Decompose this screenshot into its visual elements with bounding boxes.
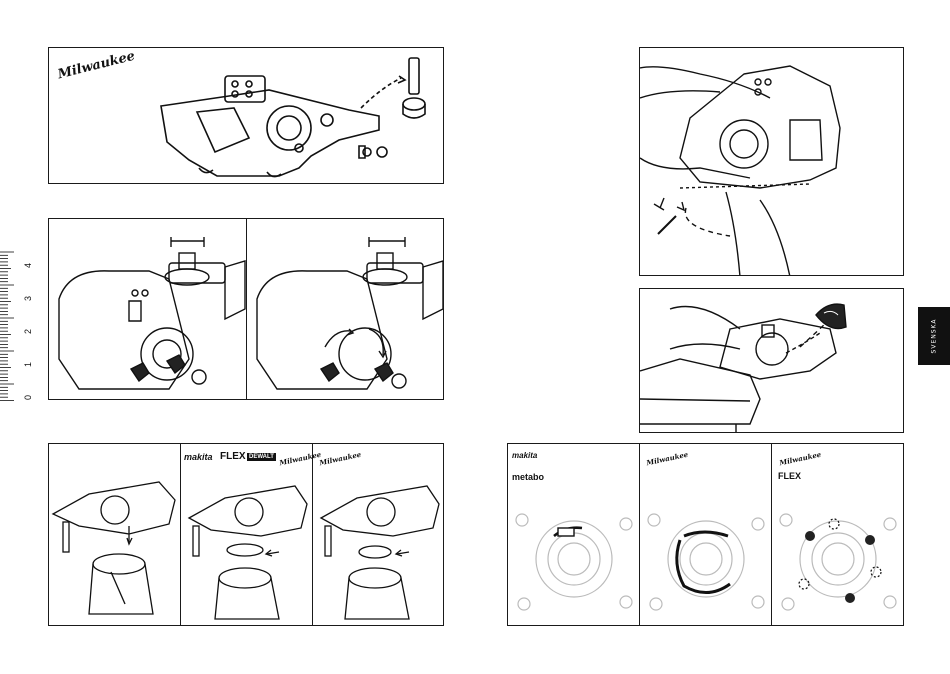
figure-panel-overview: Milwaukee bbox=[48, 47, 444, 184]
figure-panel-spindle-measure bbox=[48, 218, 444, 400]
figure-panel-ring-alignment: makita metabo Milwaukee Milwaukee FLEX bbox=[507, 443, 904, 626]
section-tab-label: SVENSKA bbox=[931, 319, 938, 354]
ruler-label-0: 0 bbox=[23, 395, 33, 400]
ring-alignment-illustration bbox=[508, 444, 904, 626]
measurement-ruler: 0 1 2 3 4 bbox=[0, 244, 44, 404]
adapter-plate-illustration bbox=[49, 48, 444, 184]
ruler-label-2: 2 bbox=[23, 329, 33, 334]
inspect-alignment-illustration bbox=[640, 289, 904, 433]
language-section-tab: SVENSKA bbox=[918, 307, 950, 365]
spindle-measure-illustration bbox=[49, 219, 444, 400]
figure-panel-brand-installation: makita FLEX DEWALT Milwaukee Milwaukee bbox=[48, 443, 444, 626]
ruler-label-4: 4 bbox=[23, 263, 33, 268]
figure-panel-hand-holding-plate bbox=[639, 47, 904, 276]
hand-holding-plate-illustration bbox=[640, 48, 904, 276]
ruler-label-1: 1 bbox=[23, 362, 33, 367]
figure-panel-inspect-alignment bbox=[639, 288, 904, 433]
ruler-label-3: 3 bbox=[23, 296, 33, 301]
brand-installation-illustration bbox=[49, 444, 444, 626]
